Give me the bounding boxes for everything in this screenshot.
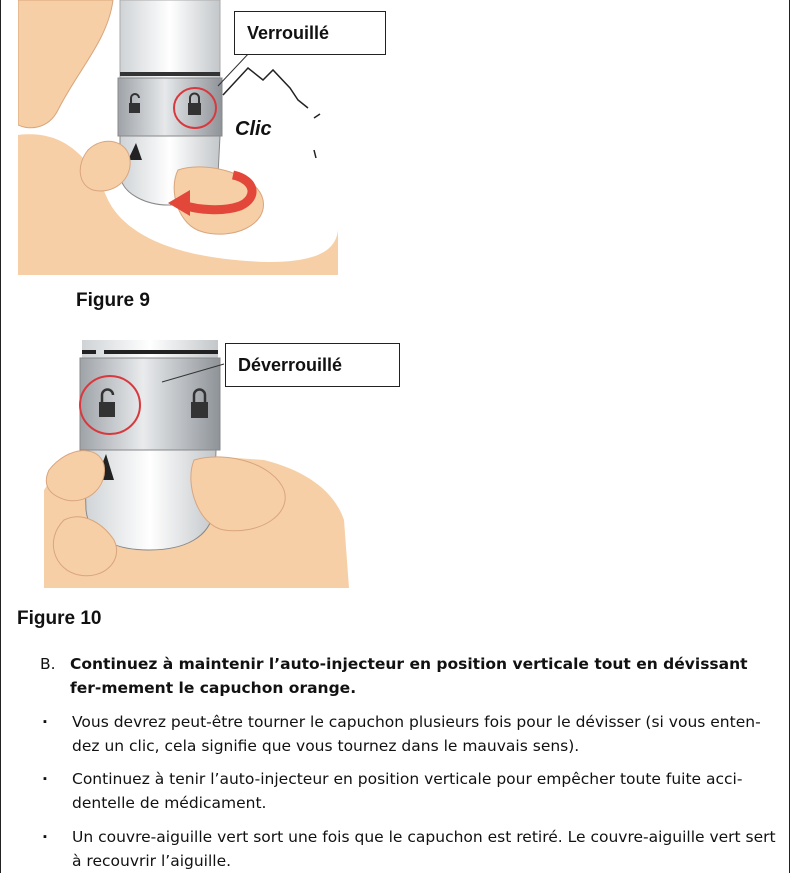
unlock-icon <box>129 93 140 113</box>
list-item: · Vous devrez peut-être tourner le capuc… <box>40 710 780 758</box>
bullet-marker: · <box>42 770 48 788</box>
lock-icon <box>191 388 208 418</box>
step-text: Continuez à maintenir l’auto-injecteur e… <box>70 655 748 697</box>
click-sound-label: Clic <box>235 118 272 140</box>
rotation-arrow-icon <box>168 170 257 216</box>
locked-highlight-circle <box>173 87 217 129</box>
list-item: · Continuez à tenir l’auto-injecteur en … <box>40 767 780 815</box>
lock-icon <box>188 92 201 115</box>
figure-10-caption: Figure 10 <box>17 608 102 629</box>
figure-9-illustration <box>18 0 338 275</box>
figure-10-illustration <box>44 340 349 588</box>
bullet-text: Continuez à tenir l’auto-injecteur en po… <box>72 770 743 812</box>
list-item: · Un couvre-aiguille vert sort une fois … <box>40 825 780 873</box>
instruction-step-b: B. Continuez à maintenir l’auto-injecteu… <box>40 652 780 700</box>
locked-label: Verrouillé <box>234 11 386 55</box>
unlocked-label: Déverrouillé <box>225 343 400 387</box>
unlocked-highlight-circle <box>79 375 141 435</box>
bullet-marker: · <box>42 828 48 846</box>
figure-9-caption: Figure 9 <box>76 290 150 311</box>
bullet-marker: · <box>42 713 48 731</box>
page-border-right <box>789 0 790 873</box>
unlock-icon <box>99 388 115 417</box>
page-border-left <box>0 0 1 873</box>
step-marker: B. <box>40 655 56 673</box>
bullet-text: Un couvre-aiguille vert sort une fois qu… <box>72 828 776 870</box>
bullet-text: Vous devrez peut-être tourner le capucho… <box>72 713 761 755</box>
